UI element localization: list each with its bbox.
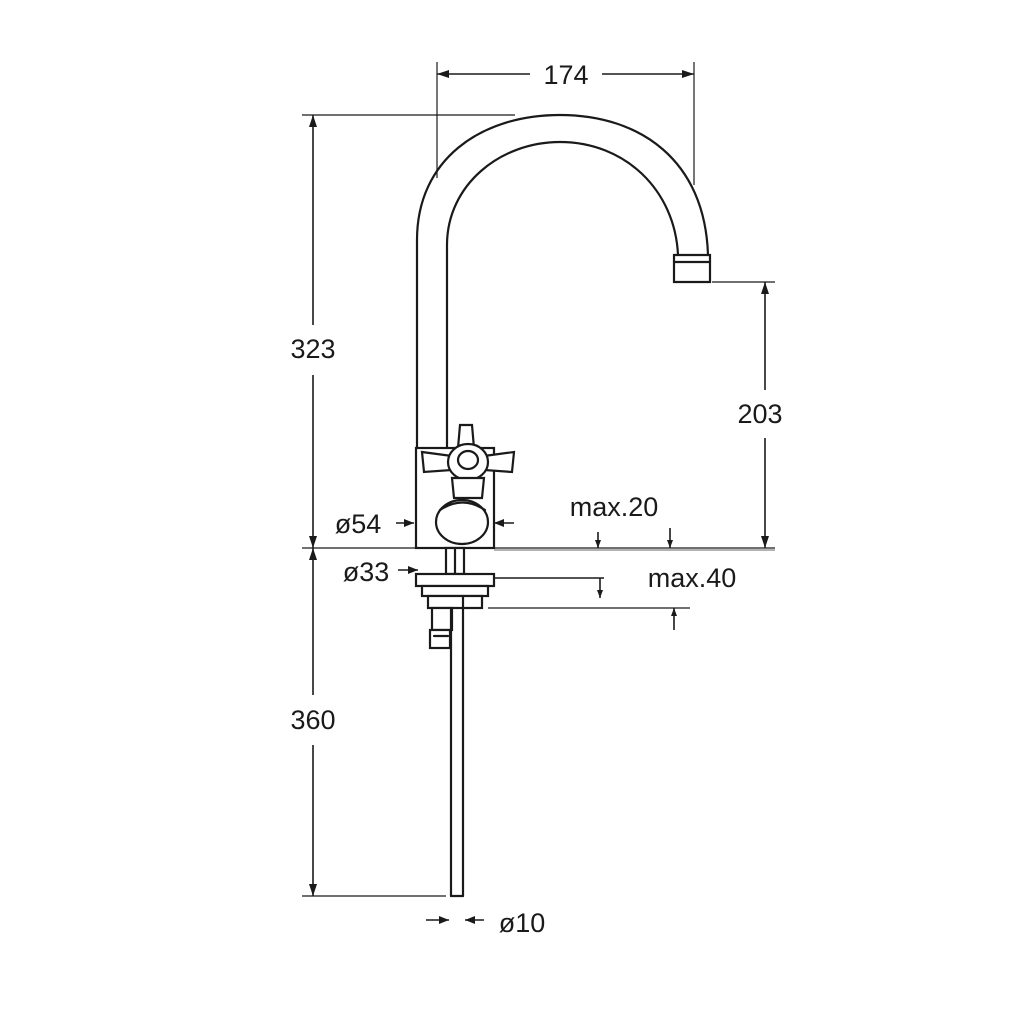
spout-outer-contour — [415, 113, 710, 450]
dim-shank-diameter: ø33 — [343, 557, 390, 587]
dim-spout-clearance: 203 — [737, 399, 782, 429]
mounting-base — [414, 546, 496, 650]
dim-max-20: max.20 — [570, 492, 659, 522]
dimension-labels: 174 323 203 max.20 ø54 ø33 max.40 360 ø1… — [290, 60, 782, 938]
dim-spout-reach: 174 — [543, 60, 588, 90]
dim-total-height: 323 — [290, 334, 335, 364]
aerator — [672, 253, 712, 284]
dim-supply-diameter: ø10 — [499, 908, 546, 938]
dim-max-40: max.40 — [648, 563, 737, 593]
spout-inner-contour — [445, 140, 680, 450]
faucet-body — [414, 113, 712, 898]
dimension-lines — [302, 62, 775, 924]
supply-hose — [449, 594, 465, 898]
dim-shank-length: 360 — [290, 705, 335, 735]
dim-base-diameter: ø54 — [335, 509, 382, 539]
cross-handle — [420, 423, 516, 546]
